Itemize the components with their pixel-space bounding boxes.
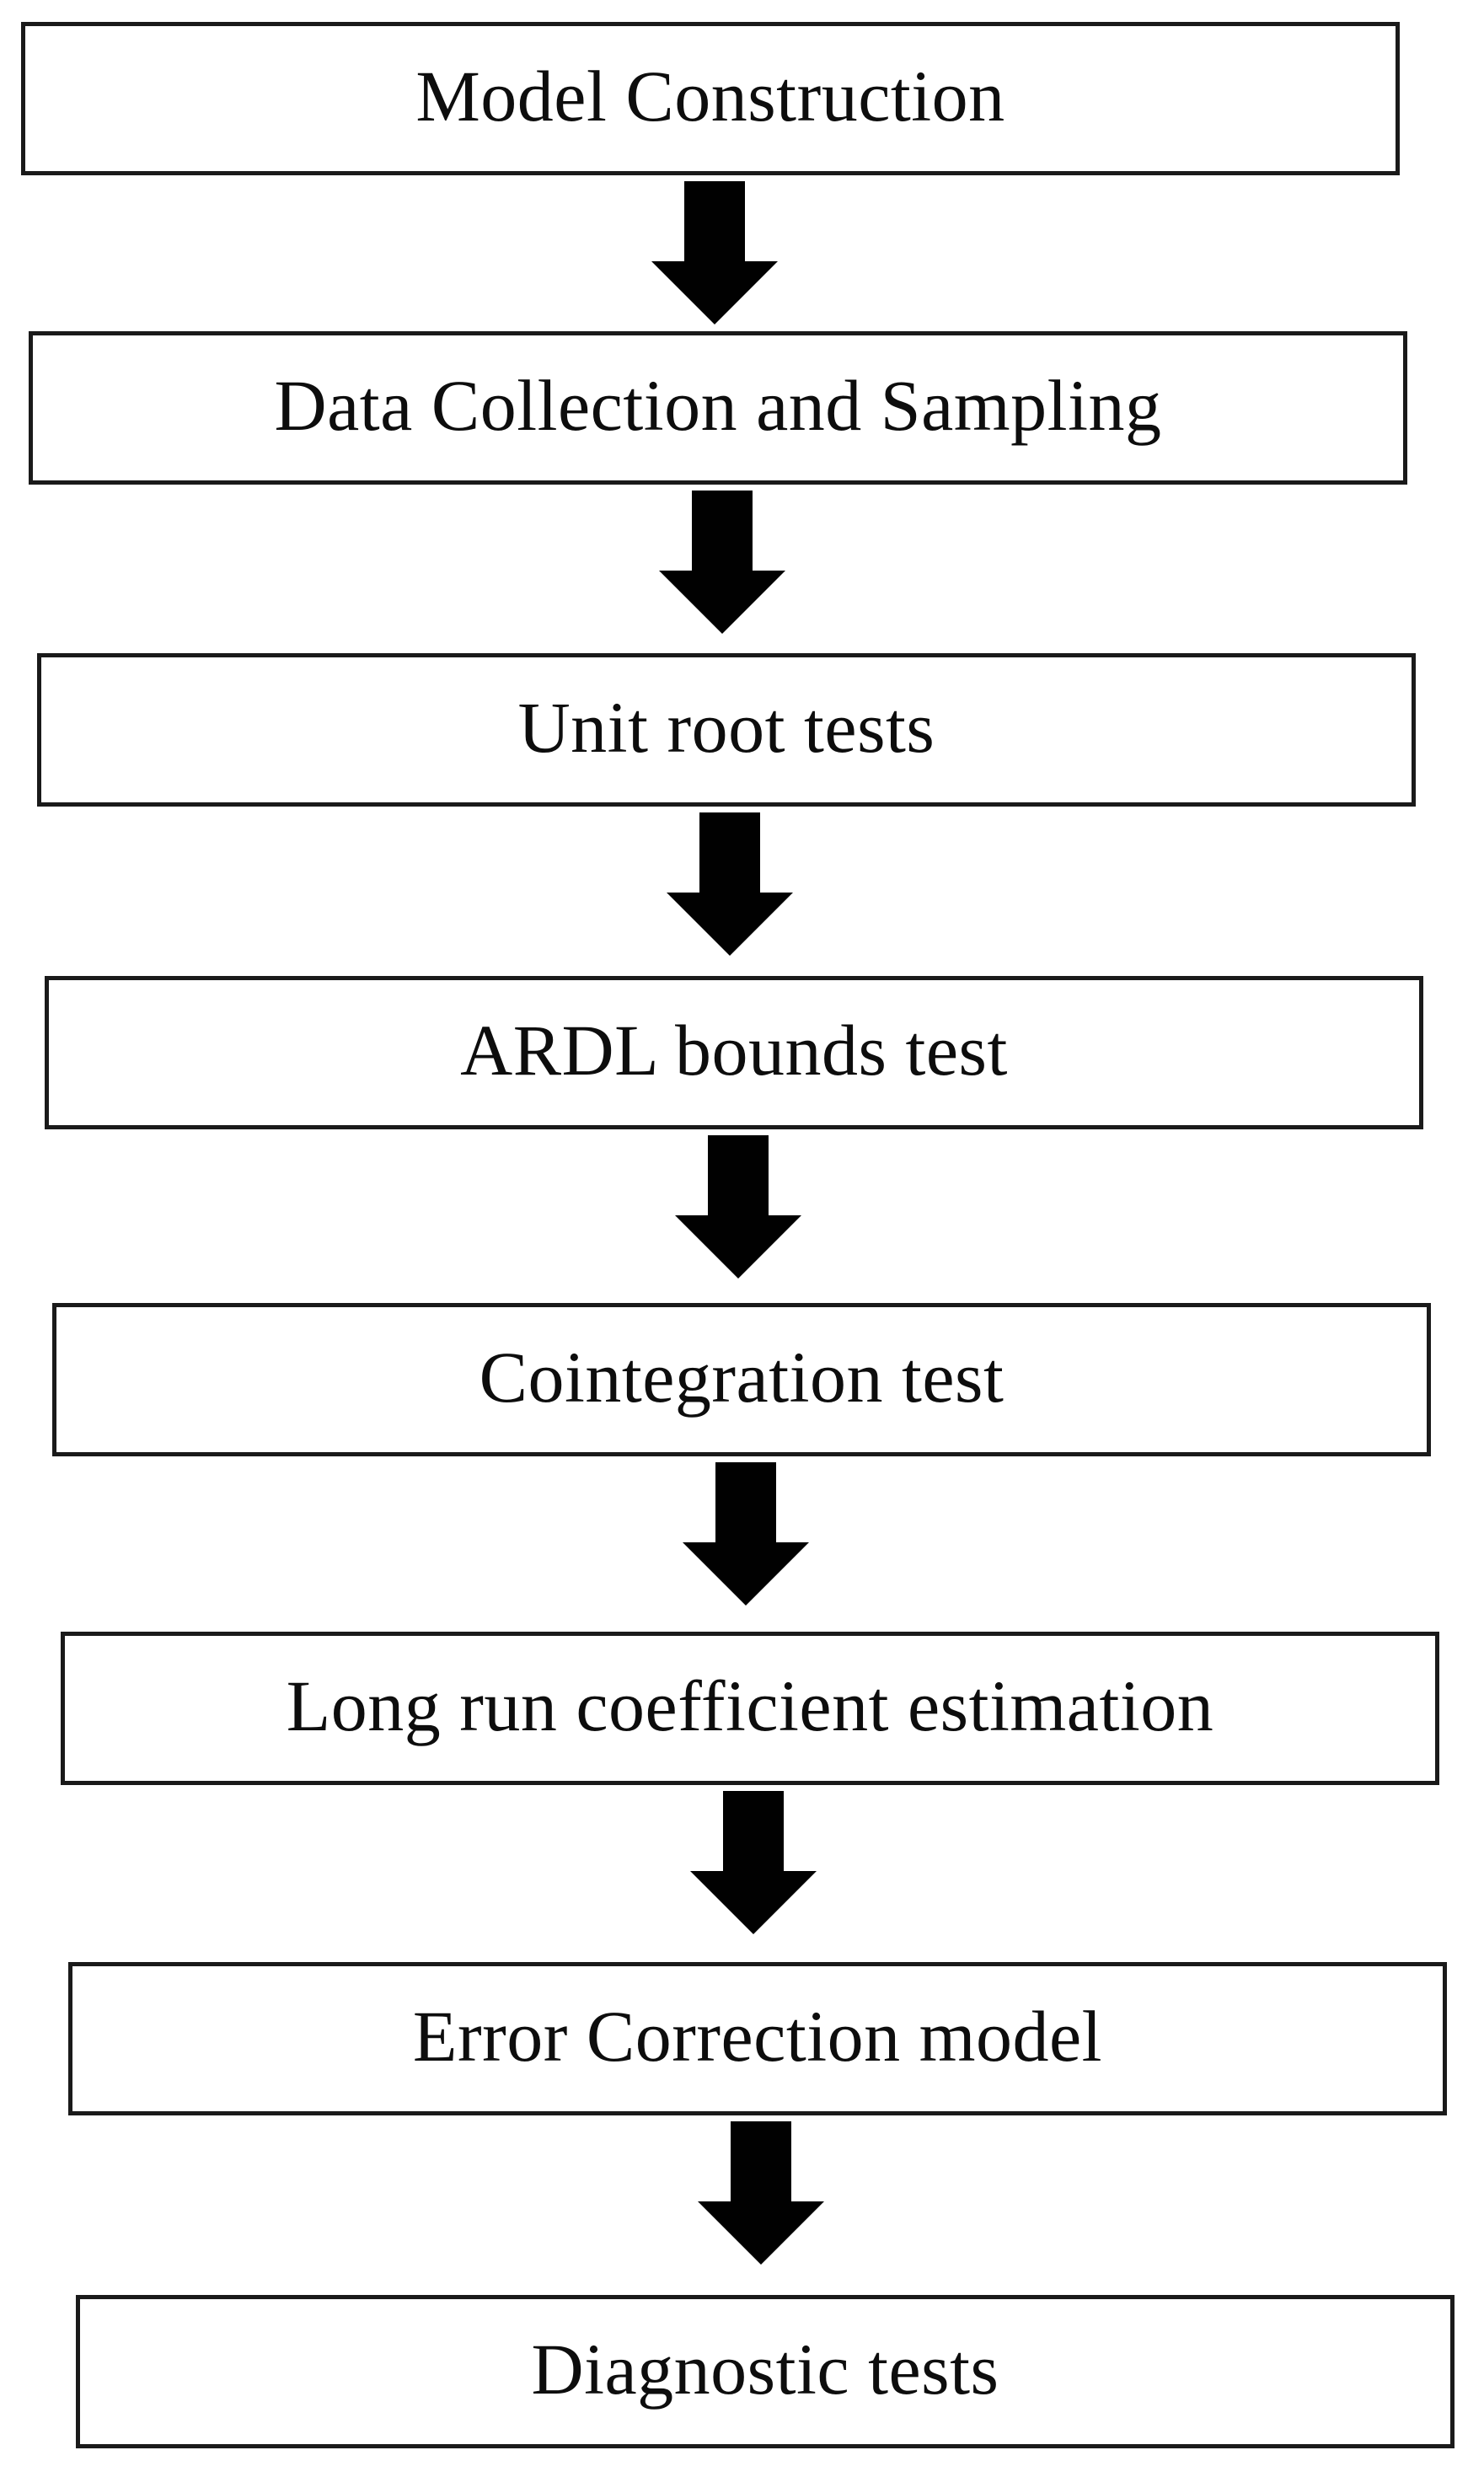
arrow-head [690,1871,817,1934]
step-label: Model Construction [415,56,1005,137]
arrow-down-icon [683,1462,809,1606]
arrow-stem [699,812,760,893]
step-label: Cointegration test [479,1337,1005,1418]
step-label: Diagnostic tests [531,2329,999,2410]
step-error-correction-model: Error Correction model [68,1962,1447,2115]
arrow-stem [715,1462,776,1542]
step-unit-root-tests: Unit root tests [37,653,1416,807]
arrow-down-icon [659,491,785,634]
step-label: ARDL bounds test [460,1010,1008,1091]
step-long-run-coefficient-estimation: Long run coefficient estimation [61,1632,1439,1785]
arrow-head [698,2201,824,2265]
arrow-head [667,893,793,956]
step-label: Error Correction model [412,1996,1103,2077]
step-diagnostic-tests: Diagnostic tests [76,2295,1455,2448]
step-label: Data Collection and Sampling [274,365,1162,446]
arrow-down-icon [651,181,778,324]
arrow-down-icon [675,1135,801,1279]
arrow-head [651,261,778,324]
step-cointegration-test: Cointegration test [52,1303,1431,1456]
step-data-collection-and-sampling: Data Collection and Sampling [29,331,1407,485]
step-model-construction: Model Construction [21,22,1400,175]
arrow-down-icon [690,1791,817,1934]
arrow-head [683,1542,809,1606]
arrow-stem [692,491,753,571]
arrow-down-icon [698,2121,824,2265]
step-ardl-bounds-test: ARDL bounds test [45,976,1423,1129]
arrow-stem [723,1791,784,1871]
arrow-stem [708,1135,769,1215]
arrow-down-icon [667,812,793,956]
step-label: Long run coefficient estimation [286,1665,1214,1746]
arrow-head [659,571,785,634]
arrow-stem [731,2121,791,2201]
arrow-stem [684,181,745,261]
step-label: Unit root tests [517,687,935,768]
arrow-head [675,1215,801,1279]
